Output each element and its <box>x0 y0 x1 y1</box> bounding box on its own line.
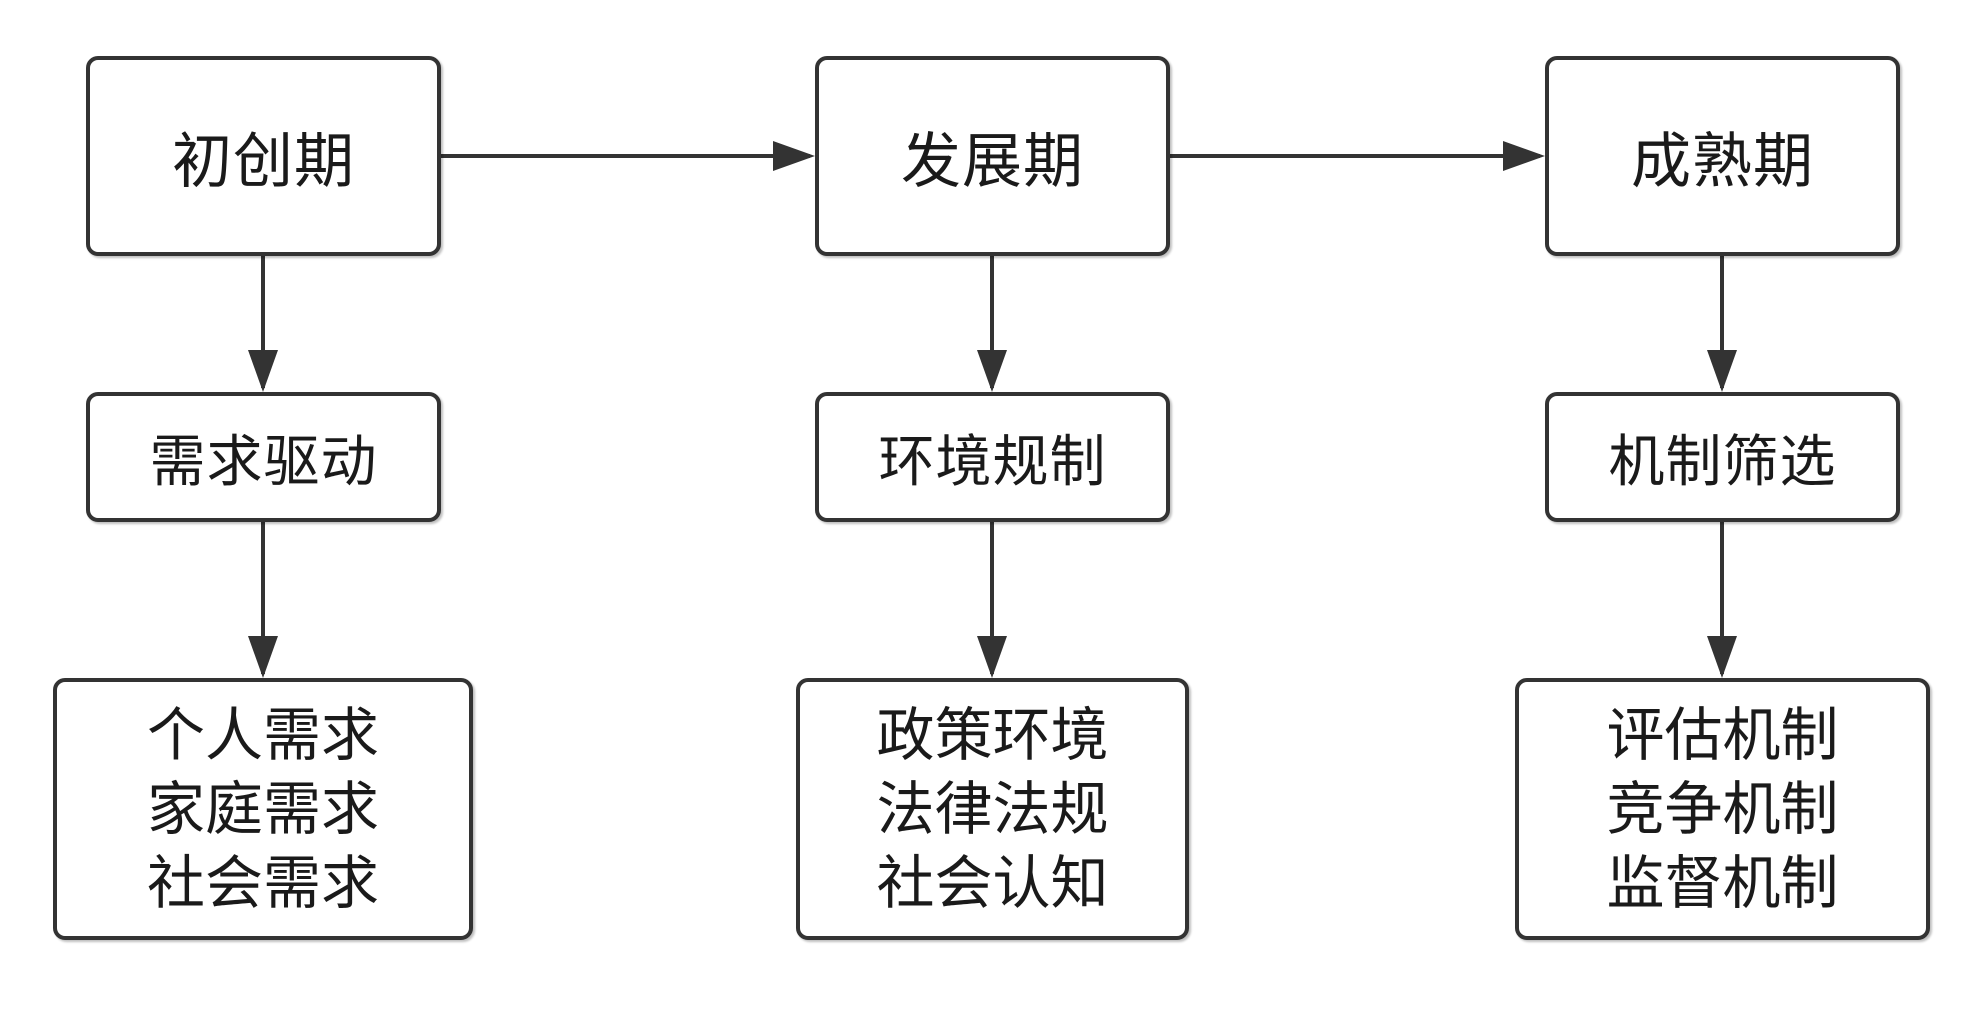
factor-item: 政策环境 <box>876 701 1109 769</box>
factor-item: 竞争机制 <box>1606 775 1839 843</box>
mechanism-label-initial: 需求驱动 <box>149 429 378 495</box>
stage-box-initial: 初创期 <box>86 56 441 256</box>
factor-item: 监督机制 <box>1606 849 1839 917</box>
factor-item: 法律法规 <box>876 775 1109 843</box>
stage-label-initial: 初创期 <box>172 126 355 197</box>
factor-item: 个人需求 <box>146 701 379 769</box>
stage-box-mature: 成熟期 <box>1545 56 1900 256</box>
mechanism-label-mature: 机制筛选 <box>1608 429 1837 495</box>
factor-item: 社会认知 <box>876 849 1109 917</box>
stage-label-mature: 成熟期 <box>1631 126 1814 197</box>
arrowhead-bot-1 <box>248 636 278 678</box>
stage-label-development: 发展期 <box>901 126 1084 197</box>
factor-item: 社会需求 <box>146 849 379 917</box>
mechanism-label-development: 环境规制 <box>878 429 1107 495</box>
arrowhead-bot-3 <box>1707 636 1737 678</box>
factor-list-development: 政策环境 法律法规 社会认知 <box>876 698 1108 920</box>
arrowhead-mid-3 <box>1707 350 1737 392</box>
factor-list-initial: 个人需求 家庭需求 社会需求 <box>147 698 379 920</box>
arrowhead-stage-2 <box>773 141 815 171</box>
arrowhead-bot-2 <box>977 636 1007 678</box>
factor-box-development: 政策环境 法律法规 社会认知 <box>796 678 1189 940</box>
factor-list-mature: 评估机制 竞争机制 监督机制 <box>1606 698 1838 920</box>
arrowhead-stage-3 <box>1503 141 1545 171</box>
mechanism-box-development: 环境规制 <box>815 392 1170 522</box>
stage-box-development: 发展期 <box>815 56 1170 256</box>
arrowhead-mid-2 <box>977 350 1007 392</box>
factor-box-initial: 个人需求 家庭需求 社会需求 <box>53 678 473 940</box>
factor-box-mature: 评估机制 竞争机制 监督机制 <box>1515 678 1930 940</box>
arrowhead-mid-1 <box>248 350 278 392</box>
mechanism-box-mature: 机制筛选 <box>1545 392 1900 522</box>
factor-item: 评估机制 <box>1606 701 1839 769</box>
factor-item: 家庭需求 <box>146 775 379 843</box>
mechanism-box-initial: 需求驱动 <box>86 392 441 522</box>
